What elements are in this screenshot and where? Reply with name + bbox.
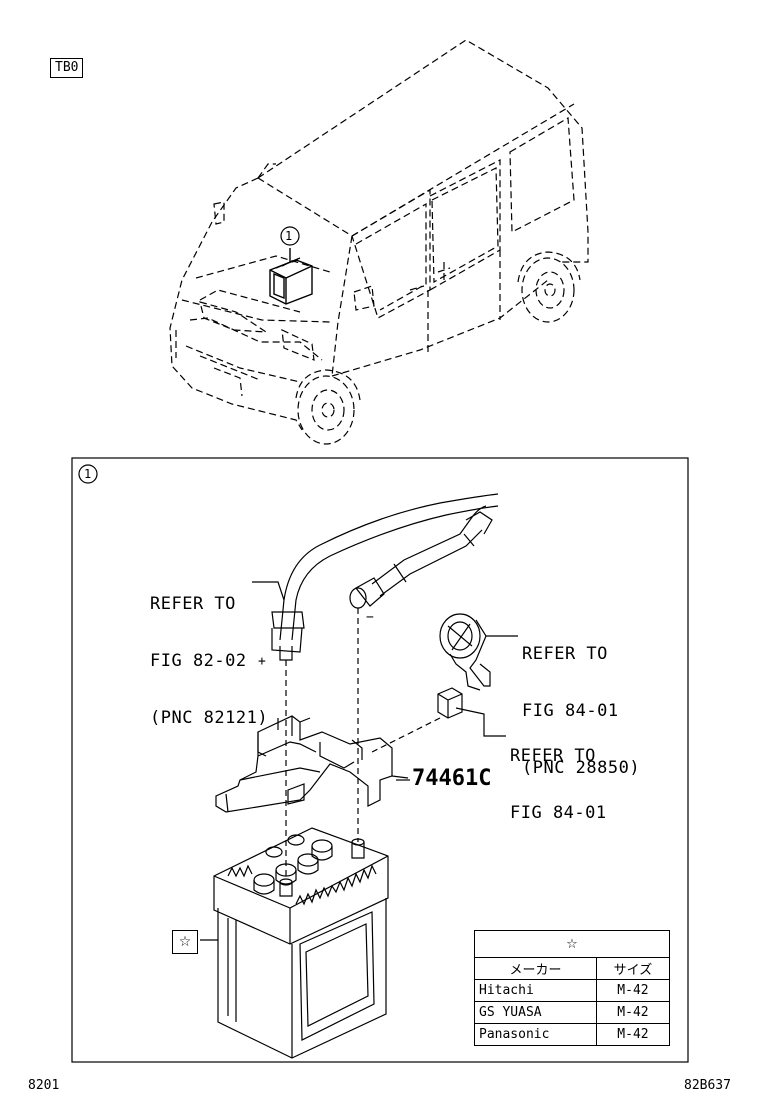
detail-callout-circle [78, 464, 98, 484]
battery-holder-74461c [215, 715, 409, 813]
ref-fig-82-02: REFER TO FIG 82-02 (PNC 82121) [150, 557, 268, 747]
table-header-size: サイズ [595, 957, 671, 980]
figure-code-box: TB0 [50, 58, 84, 78]
ref-line: (PNC 82121) [150, 708, 269, 728]
detail-frame [71, 457, 689, 1063]
vehicle-battery [269, 248, 313, 305]
ref-line: REFER TO [510, 746, 596, 766]
callout-digit: 1 [285, 229, 293, 243]
footer-left-code: 8201 [28, 1078, 60, 1093]
table-title: ☆ [474, 930, 670, 958]
table-cell-size: M-42 [595, 1023, 671, 1046]
table-cell-size: M-42 [595, 979, 671, 1002]
leader-ref-82-02 [252, 581, 285, 601]
callout-circle [280, 226, 300, 246]
table-header-maker: メーカー [474, 957, 597, 980]
battery-unit [213, 827, 389, 1059]
ref-line: FIG 82-02 [150, 651, 247, 671]
part-number-74461c: 74461C [412, 766, 492, 791]
ref-line: FIG 84-01 [522, 701, 619, 721]
positive-mark: + [258, 654, 266, 669]
table-cell-maker: Panasonic [474, 1023, 597, 1046]
footer-right-code: 82B637 [684, 1078, 731, 1093]
table-row: Panasonic M-42 [474, 1023, 671, 1046]
table-cell-maker: GS YUASA [474, 1001, 597, 1024]
vehicle-outline [169, 39, 589, 445]
detail-callout-digit: 1 [84, 467, 92, 481]
star-box: ☆ [172, 930, 198, 954]
table-row: GS YUASA M-42 [474, 1001, 671, 1024]
table-cell-maker: Hitachi [474, 979, 597, 1002]
ref-line: REFER TO [150, 594, 236, 614]
ref-fig-84-01-pnc: REFER TO FIG 84-01 (PNC 28850) [522, 607, 640, 797]
small-connector [437, 687, 506, 737]
ref-line: REFER TO [522, 644, 608, 664]
table-cell-size: M-42 [595, 1001, 671, 1024]
ref-fig-84-01: REFER TO FIG 84-01 [510, 709, 607, 842]
negative-mark: − [366, 610, 374, 625]
current-sensor [439, 613, 518, 691]
table-row: Hitachi M-42 [474, 979, 671, 1002]
figure-code: TB0 [55, 60, 79, 75]
ref-line: FIG 84-01 [510, 803, 607, 823]
ref-line: (PNC 28850) [522, 758, 641, 778]
maker-size-table: ☆ メーカー サイズ Hitachi M-42 GS YUASA M-42 Pa… [474, 930, 671, 1046]
cable-assembly [271, 493, 499, 880]
